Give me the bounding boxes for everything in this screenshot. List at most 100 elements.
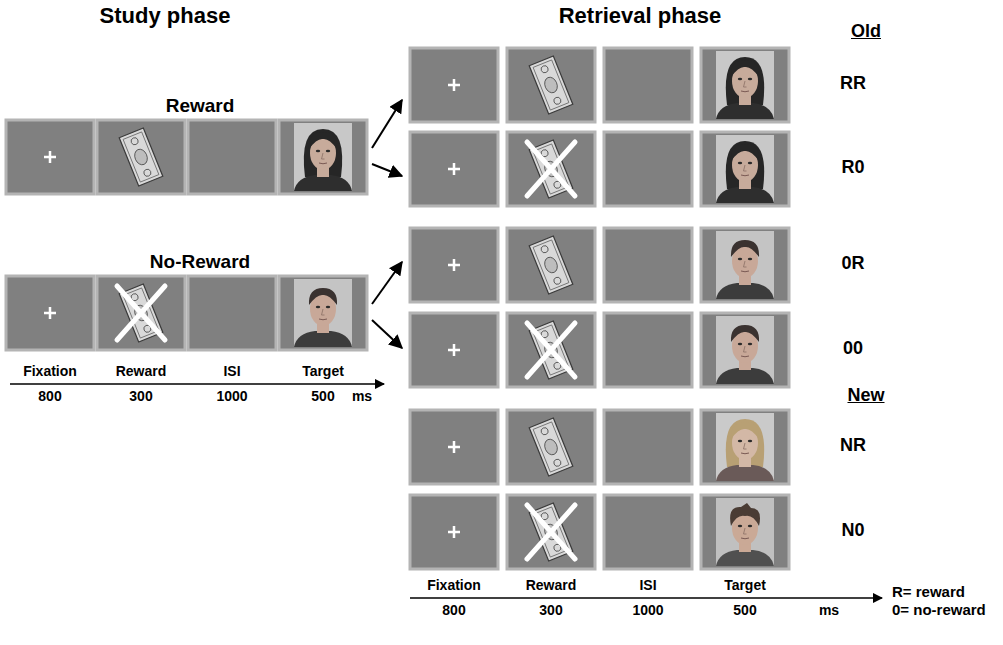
- timeline-event: ISI: [639, 578, 656, 593]
- eye: [316, 306, 320, 308]
- bill-seal: [553, 96, 562, 105]
- fixation-cross: [44, 151, 56, 163]
- timeline-duration: ms: [352, 389, 372, 404]
- panel-frame: [279, 120, 367, 194]
- hair-back: [726, 141, 764, 189]
- timeline-duration: 300: [539, 603, 562, 618]
- photo-ground: [294, 123, 352, 191]
- hair-back: [304, 129, 342, 177]
- mouth: [741, 91, 749, 93]
- eye: [738, 258, 742, 260]
- panel-frame: [701, 495, 789, 569]
- eye: [748, 162, 752, 164]
- eye: [748, 343, 752, 345]
- nose: [744, 346, 747, 352]
- key-note: R= reward: [892, 584, 965, 601]
- condition-code: R0: [841, 158, 864, 178]
- timeline-event: ISI: [223, 364, 240, 379]
- bill-border: [533, 60, 569, 110]
- face-photo: [716, 51, 774, 119]
- hair-top: [731, 144, 759, 161]
- timeline-duration: ms: [819, 603, 839, 618]
- panel-frame: [188, 120, 276, 194]
- panel-frame: [410, 410, 498, 484]
- condition-heading: No-Reward: [150, 252, 250, 273]
- bill-portrait: [542, 437, 559, 456]
- mouth: [741, 453, 749, 455]
- eye: [738, 440, 742, 442]
- photo-ground: [716, 51, 774, 119]
- fixation-cross: [448, 79, 460, 91]
- eye: [748, 525, 752, 527]
- flow-arrow: [372, 320, 402, 348]
- fixation-cross: [448, 163, 460, 175]
- panel-frame: [701, 410, 789, 484]
- panel-frame: [6, 120, 94, 194]
- eye: [316, 150, 320, 152]
- eye: [748, 78, 752, 80]
- panel-frame: [604, 410, 692, 484]
- panel-frame: [410, 495, 498, 569]
- eye: [738, 343, 742, 345]
- dollar-bill: [119, 128, 163, 186]
- photo-ground: [716, 135, 774, 203]
- time-axis: [10, 383, 384, 385]
- bill-body: [529, 236, 573, 294]
- shoulders: [716, 103, 774, 119]
- eye: [738, 162, 742, 164]
- fixation-cross: [44, 307, 56, 319]
- shoulders: [294, 331, 352, 347]
- bill-seal: [540, 245, 549, 254]
- nose: [322, 309, 325, 315]
- bill-body: [119, 128, 163, 186]
- timeline-event: Target: [724, 578, 766, 593]
- mouth: [319, 319, 327, 321]
- fixation-cross: [448, 441, 460, 453]
- panel-frame: [604, 132, 692, 206]
- nose: [744, 165, 747, 171]
- fixation-cross: [448, 344, 460, 356]
- photo-ground: [716, 498, 774, 566]
- panel-frame: [604, 313, 692, 387]
- panel-frame: [604, 228, 692, 302]
- hair-top: [309, 288, 337, 305]
- panel-frame: [97, 120, 185, 194]
- photo-ground: [716, 231, 774, 299]
- nose: [744, 261, 747, 267]
- key-note: 0= no-reward: [892, 602, 986, 619]
- photo-ground: [716, 413, 774, 481]
- flow-arrow: [372, 262, 402, 304]
- panel-frame: [188, 276, 276, 350]
- eye: [738, 78, 742, 80]
- panel-frame: [410, 48, 498, 122]
- bill-body: [529, 418, 573, 476]
- mouth: [741, 356, 749, 358]
- timeline-duration: 1000: [216, 389, 247, 404]
- phase-heading: Retrieval phase: [559, 4, 722, 28]
- eye: [748, 258, 752, 260]
- photo-ground: [716, 316, 774, 384]
- trial-row: [410, 48, 789, 122]
- shoulders: [716, 187, 774, 203]
- group-heading: New: [847, 386, 884, 406]
- face-photo: [294, 123, 352, 191]
- panel-frame: [507, 495, 595, 569]
- photo-ground: [294, 279, 352, 347]
- bill-body: [529, 56, 573, 114]
- flow-arrow: [372, 100, 402, 148]
- cancel-cross: [527, 323, 575, 377]
- bill-seal: [553, 276, 562, 285]
- condition-heading: Reward: [166, 96, 235, 117]
- condition-code: RR: [840, 74, 866, 94]
- panel-frame: [507, 48, 595, 122]
- panel-frame: [6, 276, 94, 350]
- fixation-cross: [448, 259, 460, 271]
- trial-row: [410, 410, 789, 484]
- face-photo: [294, 279, 352, 347]
- trial-row: [6, 276, 367, 350]
- face-photo: [716, 498, 774, 566]
- timeline-duration: 500: [733, 603, 756, 618]
- eye: [748, 440, 752, 442]
